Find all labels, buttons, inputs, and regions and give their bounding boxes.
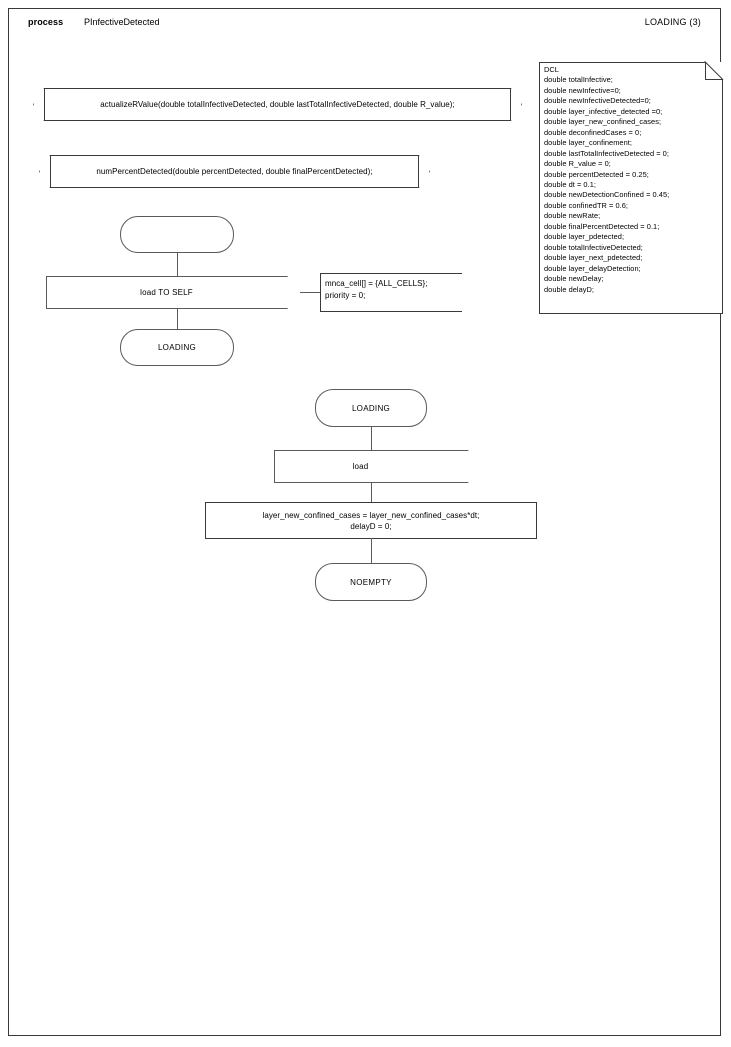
procedure-declaration-numpercentdetected[interactable]: numPercentDetected(double percentDetecte…	[39, 155, 430, 188]
edge-output-to-state-loading	[177, 308, 178, 330]
procedure-declaration-inner-shape	[50, 155, 419, 188]
comment-text: mnca_cell[] = {ALL_CELLS}; priority = 0;	[325, 279, 428, 300]
header-process-name: PInfectiveDetected	[84, 17, 160, 27]
edge-task-to-state-noempty	[371, 538, 372, 564]
dcl-folded-corner-icon	[705, 62, 723, 80]
edge-input-to-task	[371, 482, 372, 503]
input-signal-label: load	[352, 462, 369, 471]
edge-state-to-input	[371, 427, 372, 451]
page-frame	[8, 8, 721, 1036]
procedure-declaration-label: numPercentDetected(double percentDetecte…	[96, 167, 373, 176]
procedure-declaration-label: actualizeRValue(double totalInfectiveDet…	[100, 100, 455, 109]
comment-connector-line	[300, 292, 321, 293]
edge-start-to-output	[177, 252, 178, 277]
input-signal-load[interactable]: load	[274, 450, 469, 483]
state-noempty[interactable]: NOEMPTY	[315, 563, 427, 601]
dcl-declaration-box: DCL double totalInfective; double newInf…	[539, 62, 723, 314]
output-signal-label: load TO SELF	[140, 288, 193, 297]
state-start[interactable]	[120, 216, 234, 253]
state-loading-next[interactable]: LOADING	[120, 329, 234, 366]
state-loading-entry[interactable]: LOADING	[315, 389, 427, 427]
header-process-keyword: process	[28, 17, 64, 27]
procedure-declaration-actualizervalue[interactable]: actualizeRValue(double totalInfectiveDet…	[33, 88, 522, 121]
comment-box-load-to-self: mnca_cell[] = {ALL_CELLS}; priority = 0;	[320, 273, 462, 312]
task-line-1: layer_new_confined_cases = layer_new_con…	[262, 510, 480, 520]
procedure-declaration-inner-shape	[44, 88, 511, 121]
task-box[interactable]: layer_new_confined_cases = layer_new_con…	[205, 502, 537, 539]
output-signal-load-to-self[interactable]: load TO SELF	[46, 276, 309, 309]
dcl-declaration-text: DCL double totalInfective; double newInf…	[544, 65, 670, 294]
header-page-label: LOADING (3)	[644, 17, 701, 27]
task-line-2: delayD = 0;	[350, 521, 392, 531]
dcl-box-shape	[539, 62, 723, 314]
